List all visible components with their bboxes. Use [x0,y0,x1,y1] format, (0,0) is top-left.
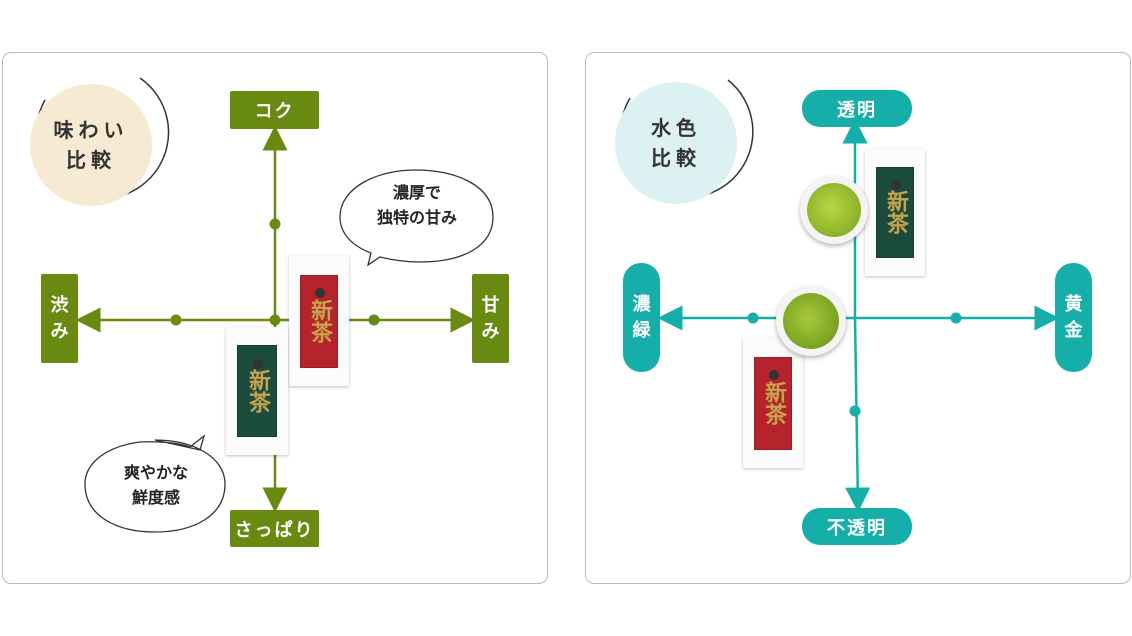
taste-label-right-char2: み [481,320,500,342]
taste-label-bottom: さっぱり [230,510,319,547]
color-badge-line2: 比較 [651,146,701,170]
color-package-green: 新茶 [865,149,925,276]
color-package-green-brand: 新茶 [883,190,908,235]
color-label-left-char1: 濃 [632,293,651,315]
bubble-upper-line2: 独特の甘み [376,208,457,227]
color-dot-left [747,312,759,324]
color-label-right: 黄 金 [1055,263,1092,372]
package-red-brand: 新茶 [307,299,332,343]
color-label-bottom: 不透明 [802,508,912,545]
taste-axis-dots [170,218,380,326]
taste-package-red: 新茶 [289,256,349,386]
taste-label-left-char1: 渋 [50,294,69,316]
taste-label-left: 渋 み [41,274,78,363]
color-axes [657,118,1060,513]
color-package-red: 新茶 [743,338,803,468]
speech-bubble-lower [84,434,226,533]
bubble-upper-line1: 濃厚で [392,183,441,202]
taste-label-right-char1: 甘 [481,294,500,316]
taste-package-green: 新茶 [226,327,288,455]
taste-dot-center [269,314,281,326]
color-dot-lower [849,405,861,417]
color-dot-right [950,312,962,324]
taste-badge-line1: 味わい [53,118,129,142]
tea-cup-light [800,176,868,244]
color-badge-line1: 水色 [651,116,701,140]
speech-bubble-upper [339,169,494,267]
taste-dot-right [368,314,380,326]
bubble-lower-text: 爽やかな 鮮度感 [92,460,220,510]
color-badge: 水色 比較 [615,82,737,204]
color-label-top: 透明 [802,90,912,127]
taste-badge-line2: 比較 [66,148,116,172]
taste-label-top: コク [230,91,319,129]
color-label-right-char1: 黄 [1064,293,1083,315]
taste-badge: 味わい 比較 [30,84,152,206]
color-axis-dots [747,312,962,417]
taste-dot-upper [269,218,281,230]
taste-label-left-char2: み [50,320,69,342]
tea-cup-deep [776,286,846,356]
bubble-lower-line1: 爽やかな [123,463,188,482]
color-package-red-brand: 新茶 [761,381,786,425]
bubble-upper-text: 濃厚で 独特の甘み [348,180,486,230]
color-label-left-char2: 緑 [632,319,651,341]
taste-dot-left [170,314,182,326]
taste-label-right: 甘 み [472,274,509,363]
color-label-right-char2: 金 [1064,319,1083,341]
bubble-lower-line2: 鮮度感 [131,488,180,507]
package-green-brand: 新茶 [245,369,270,413]
color-label-left: 濃 緑 [623,263,660,372]
